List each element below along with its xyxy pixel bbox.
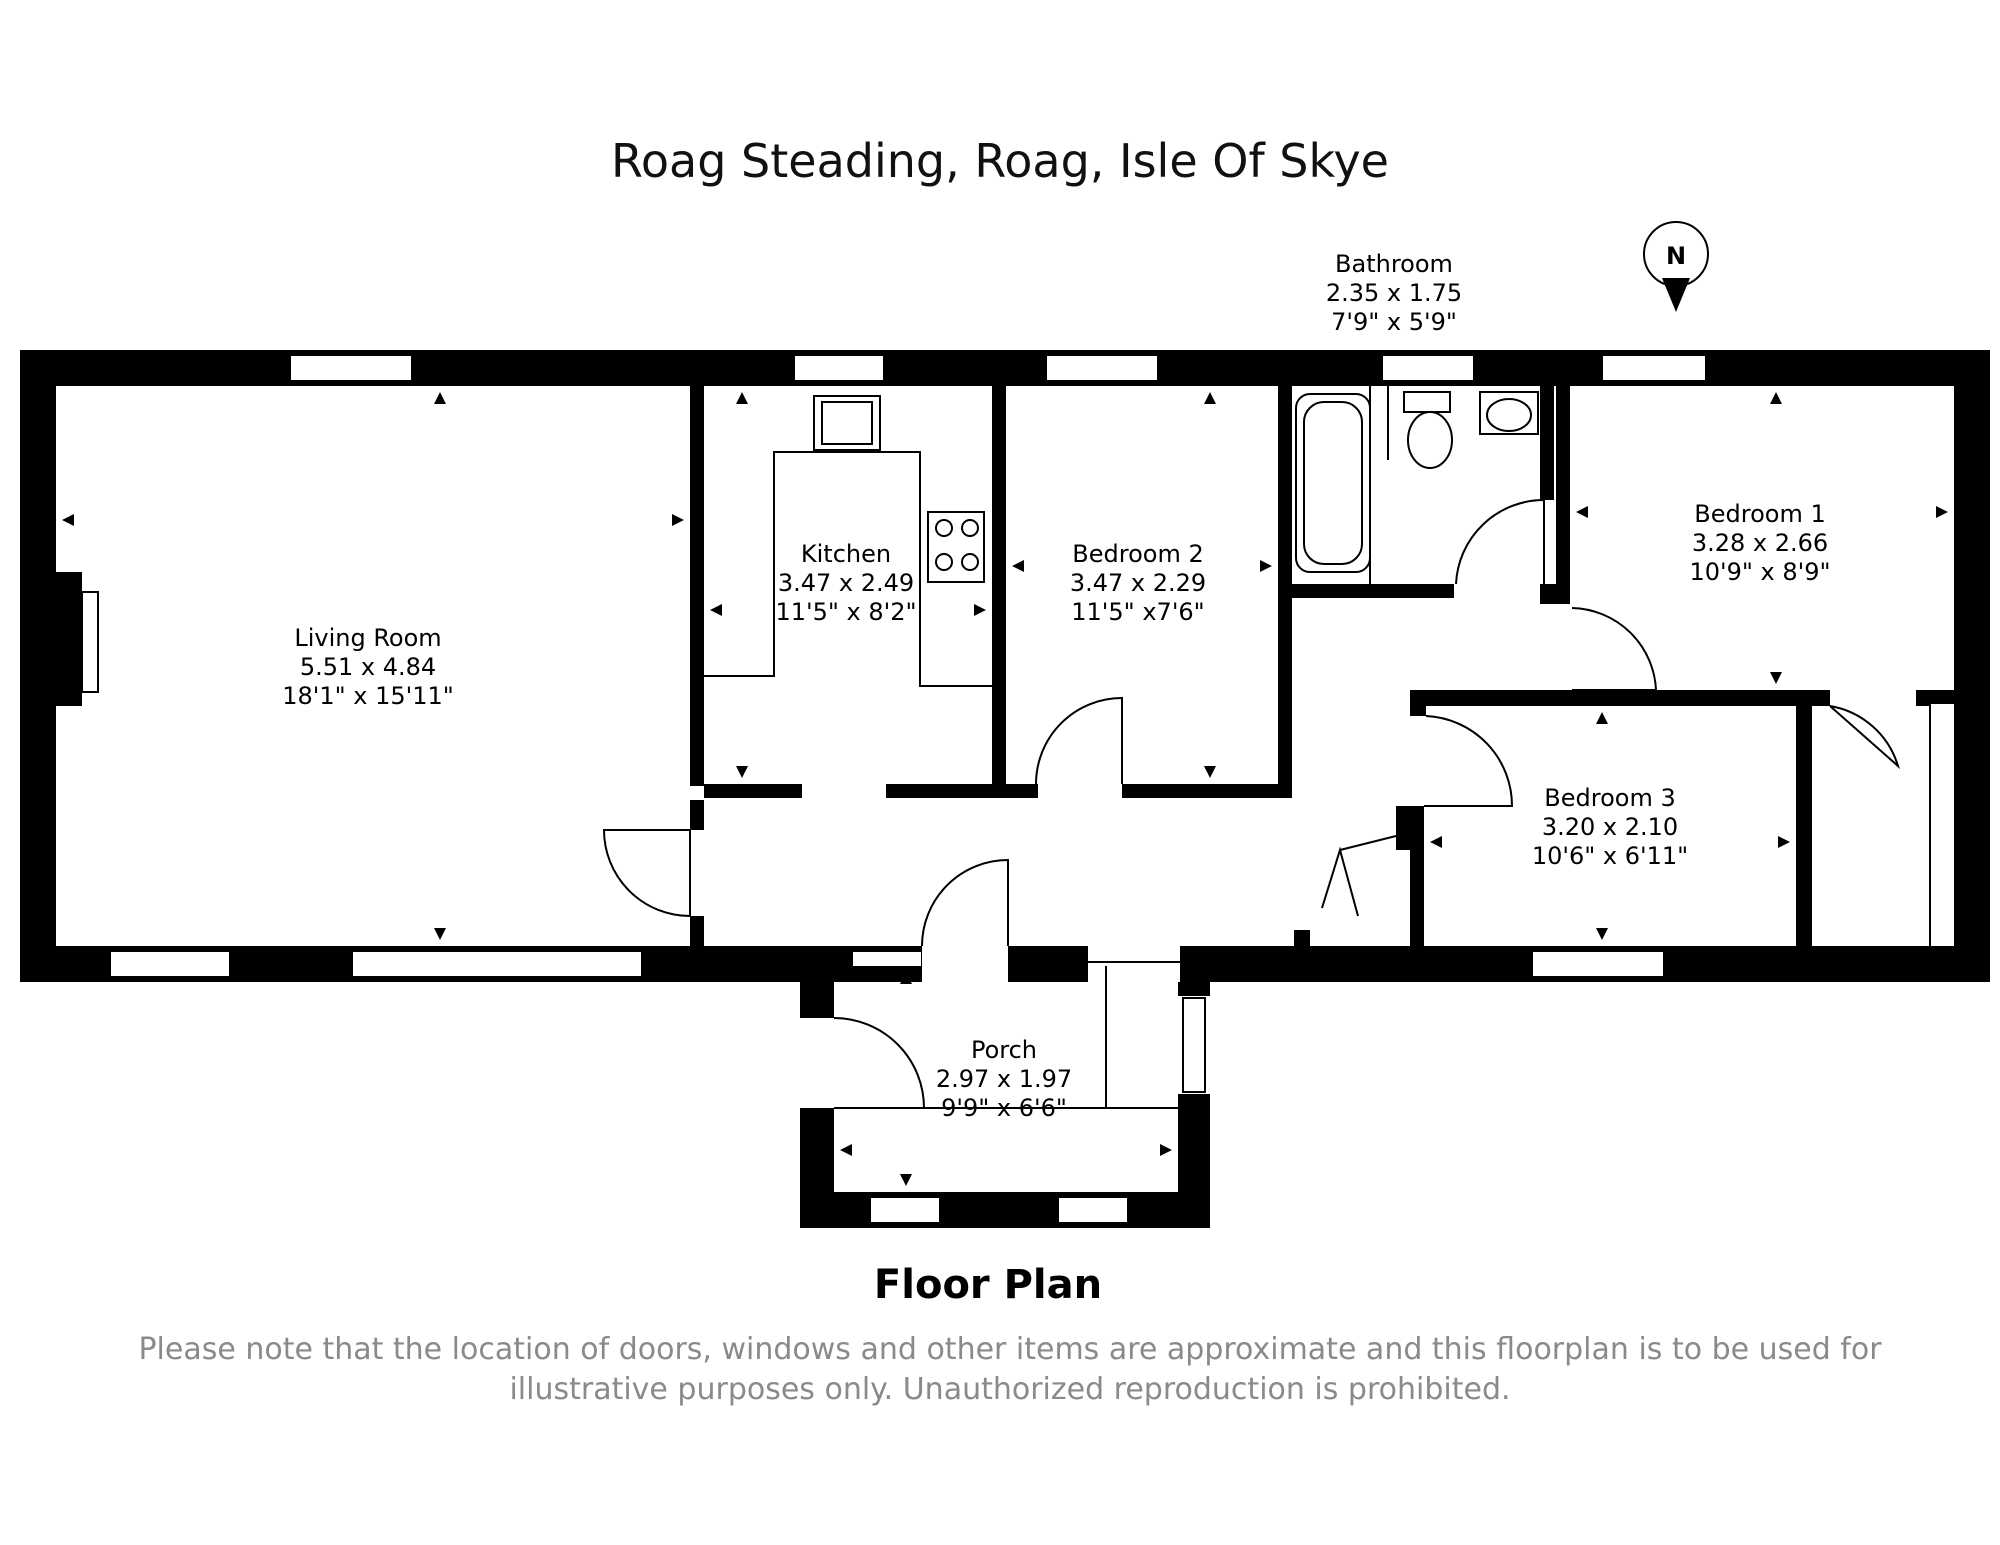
room-metric: 3.28 x 2.66: [1691, 529, 1829, 557]
dimension-arrows: [62, 392, 1948, 1186]
room-name: Kitchen: [800, 540, 892, 568]
room-imperial: 11'5" x 8'2": [775, 598, 917, 626]
room-porch: Porch 2.97 x 1.97 9'9" x 6'6": [936, 1036, 1072, 1123]
thin-details: [602, 386, 1931, 1109]
disclaimer-text: Please note that the location of doors, …: [138, 1332, 1882, 1407]
room-name: Bedroom 3: [1544, 784, 1676, 812]
room-name: Porch: [970, 1036, 1038, 1064]
room-metric: 2.35 x 1.75: [1325, 279, 1463, 307]
windows-bottom: [109, 950, 1665, 978]
compass-label: N: [1666, 242, 1686, 270]
room-imperial: 9'9" x 6'6": [941, 1094, 1067, 1122]
room-metric: 3.47 x 2.49: [777, 569, 915, 597]
room-imperial: 11'5" x7'6": [1071, 598, 1205, 626]
north-compass-icon: N: [1643, 221, 1709, 312]
room-metric: 2.97 x 1.97: [935, 1065, 1073, 1093]
room-bathroom: Bathroom 2.35 x 1.75 7'9" x 5'9": [1326, 250, 1462, 337]
room-kitchen: Kitchen 3.47 x 2.49 11'5" x 8'2": [775, 540, 916, 627]
floor-plan-caption: Floor Plan: [873, 1262, 1103, 1308]
room-metric: 5.51 x 4.84: [299, 653, 437, 681]
room-metric: 3.20 x 2.10: [1541, 813, 1679, 841]
plan-title: Roag Steading, Roag, Isle Of Skye: [610, 134, 1389, 188]
interior-walls: [690, 386, 1954, 1228]
room-bedroom-3: Bedroom 3 3.20 x 2.10 10'6" x 6'11": [1532, 784, 1688, 871]
room-name: Bedroom 2: [1072, 540, 1204, 568]
room-metric: 3.47 x 2.29: [1069, 569, 1207, 597]
room-imperial: 10'6" x 6'11": [1531, 842, 1689, 870]
fireplace: [56, 572, 99, 706]
windows-top: [289, 354, 1707, 382]
room-name: Living Room: [294, 624, 442, 652]
room-name: Bedroom 1: [1694, 500, 1826, 528]
room-living-room: Living Room 5.51 x 4.84 18'1" x 15'11": [282, 624, 454, 711]
room-imperial: 7'9" x 5'9": [1331, 308, 1457, 336]
room-name: Bathroom: [1335, 250, 1453, 278]
room-imperial: 10'9" x 8'9": [1689, 558, 1831, 586]
room-bedroom-1: Bedroom 1 3.28 x 2.66 10'9" x 8'9": [1689, 500, 1830, 587]
room-bedroom-2: Bedroom 2 3.47 x 2.29 11'5" x7'6": [1070, 540, 1206, 627]
room-imperial: 18'1" x 15'11": [282, 682, 454, 710]
